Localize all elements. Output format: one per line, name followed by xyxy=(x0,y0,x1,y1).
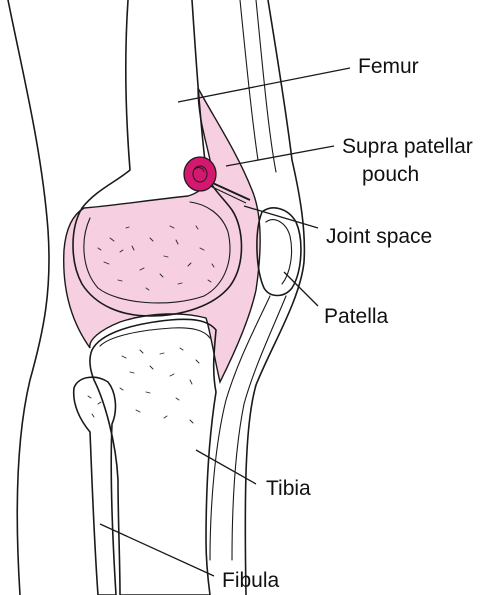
label-femur: Femur xyxy=(358,55,419,78)
femur-condyle-inner xyxy=(83,201,231,304)
leader-femur xyxy=(177,67,351,103)
needle-hub-icon xyxy=(183,156,217,192)
label-patella: Patella xyxy=(324,305,389,328)
synovial-cavity xyxy=(63,87,261,385)
patella-outline xyxy=(256,207,302,297)
needle-shaft-edge xyxy=(205,183,247,204)
leader-joint-space xyxy=(243,205,319,229)
fibula-outline xyxy=(72,376,117,595)
leader-fibula xyxy=(99,523,215,577)
patellar-ligament-2 xyxy=(231,295,287,561)
label-joint-space: Joint space xyxy=(326,225,433,248)
tibia-plateau-cartilage xyxy=(99,327,211,347)
patellar-ligament xyxy=(209,295,271,561)
quadriceps-tendon-inner xyxy=(239,0,259,161)
needle xyxy=(183,156,251,204)
label-fibula: Fibula xyxy=(222,569,280,592)
quadriceps-tendon xyxy=(255,0,277,173)
label-supra-patellar-line2: pouch xyxy=(362,163,420,186)
label-supra-patellar-line1: Supra patellar xyxy=(342,135,473,158)
femur-texture xyxy=(97,225,215,291)
tibia-texture xyxy=(119,347,200,424)
leader-tibia xyxy=(195,449,257,485)
skin-outline-anterior xyxy=(244,0,306,595)
label-tibia: Tibia xyxy=(266,477,311,500)
fibula-head-detail xyxy=(87,395,102,418)
leader-patella xyxy=(283,271,319,307)
tibia-outline xyxy=(89,318,217,595)
leader-supra-patellar xyxy=(225,145,335,167)
patella-inner xyxy=(265,219,293,285)
skin-outline-posterior xyxy=(7,0,50,595)
